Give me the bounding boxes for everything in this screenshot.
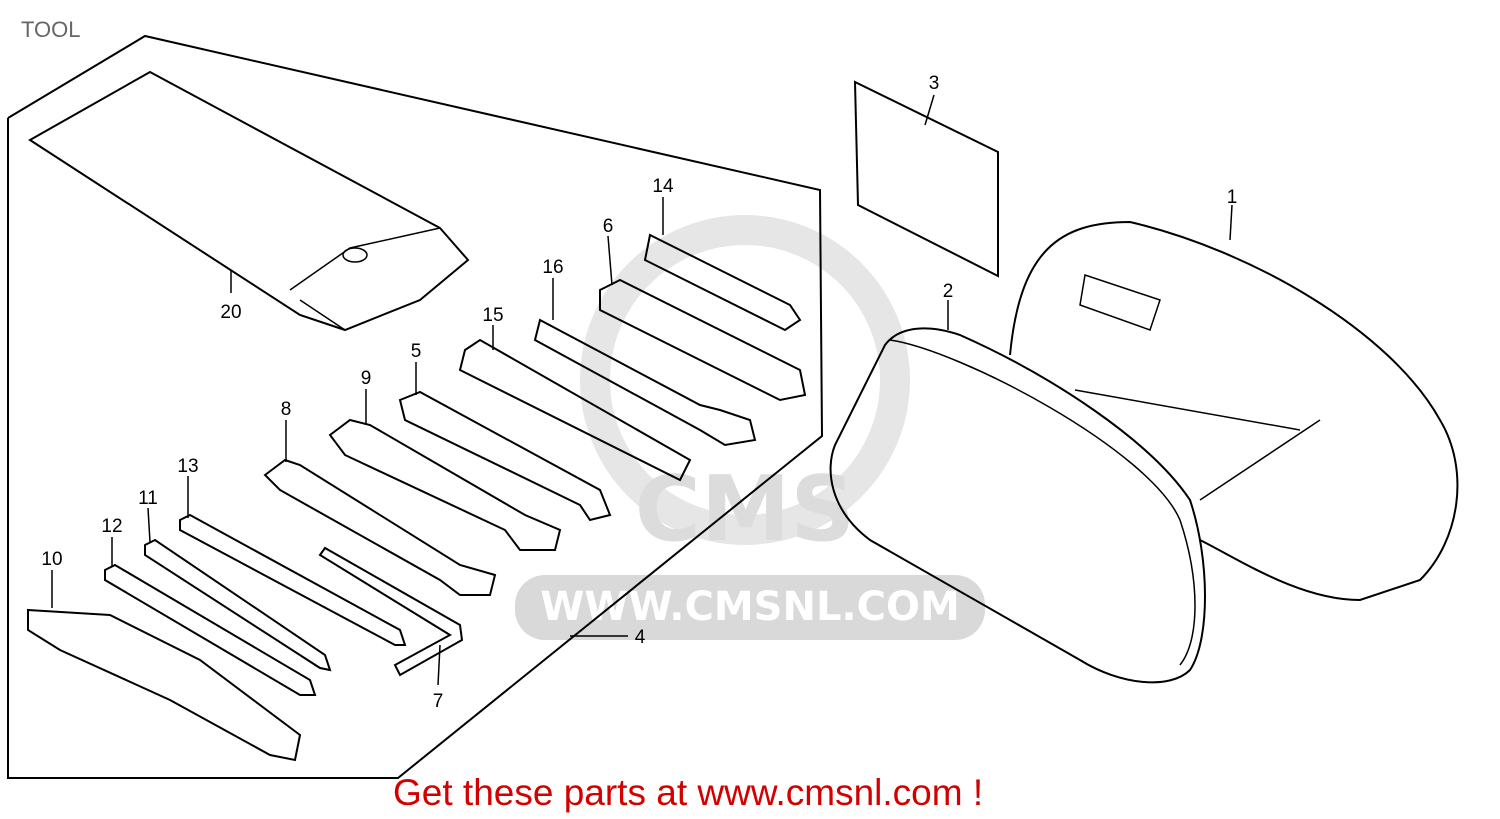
callout-9: 9 bbox=[361, 368, 372, 389]
callout-1: 1 bbox=[1227, 187, 1238, 208]
callout-13: 13 bbox=[177, 456, 198, 477]
callout-15: 15 bbox=[482, 305, 503, 326]
tool-case-body bbox=[1009, 220, 1459, 602]
owners-manual bbox=[853, 80, 999, 278]
callout-5: 5 bbox=[411, 341, 422, 362]
callout-14: 14 bbox=[652, 176, 674, 197]
tool-bag bbox=[28, 70, 470, 332]
watermark-logo: CMS bbox=[635, 457, 855, 562]
callout-11: 11 bbox=[138, 488, 158, 509]
box-wrench bbox=[533, 318, 757, 447]
page-title: TOOL bbox=[21, 17, 81, 42]
plug-wrench bbox=[599, 278, 807, 402]
callout-20: 20 bbox=[220, 302, 241, 323]
callout-3: 3 bbox=[929, 73, 940, 94]
watermark-url: WWW.CMSNL.COM bbox=[540, 584, 960, 630]
open-end-wrench-small bbox=[263, 458, 497, 596]
callout-10: 10 bbox=[41, 549, 62, 570]
open-end-wrench-large bbox=[328, 418, 562, 551]
callout-12: 12 bbox=[101, 516, 122, 537]
footer-link[interactable]: Get these parts at www.cmsnl.com ! bbox=[393, 772, 984, 813]
pin-spanner bbox=[398, 390, 612, 522]
callout-7: 7 bbox=[433, 691, 444, 712]
spark-plug-wrench-extension bbox=[643, 233, 802, 332]
tool-case-lid bbox=[829, 327, 1206, 684]
callout-6: 6 bbox=[603, 216, 614, 237]
callout-8: 8 bbox=[281, 399, 292, 420]
tools bbox=[27, 233, 807, 762]
callout-16: 16 bbox=[542, 257, 563, 278]
watermark: WWW.CMSNL.COM CMS bbox=[515, 215, 985, 640]
pliers bbox=[27, 608, 302, 762]
callout-4: 4 bbox=[635, 627, 646, 648]
callouts: 1 2 3 4 5 6 7 8 9 10 11 12 13 14 15 16 2… bbox=[41, 73, 1237, 712]
hex-wrench bbox=[318, 546, 464, 677]
screwdriver-11 bbox=[144, 538, 332, 672]
flat-bar bbox=[458, 338, 692, 482]
leader-lines bbox=[51, 94, 1233, 686]
toolkit-boundary bbox=[7, 34, 824, 779]
callout-2: 2 bbox=[943, 281, 954, 302]
screwdriver-13 bbox=[179, 513, 407, 646]
screwdriver-12 bbox=[104, 563, 317, 696]
